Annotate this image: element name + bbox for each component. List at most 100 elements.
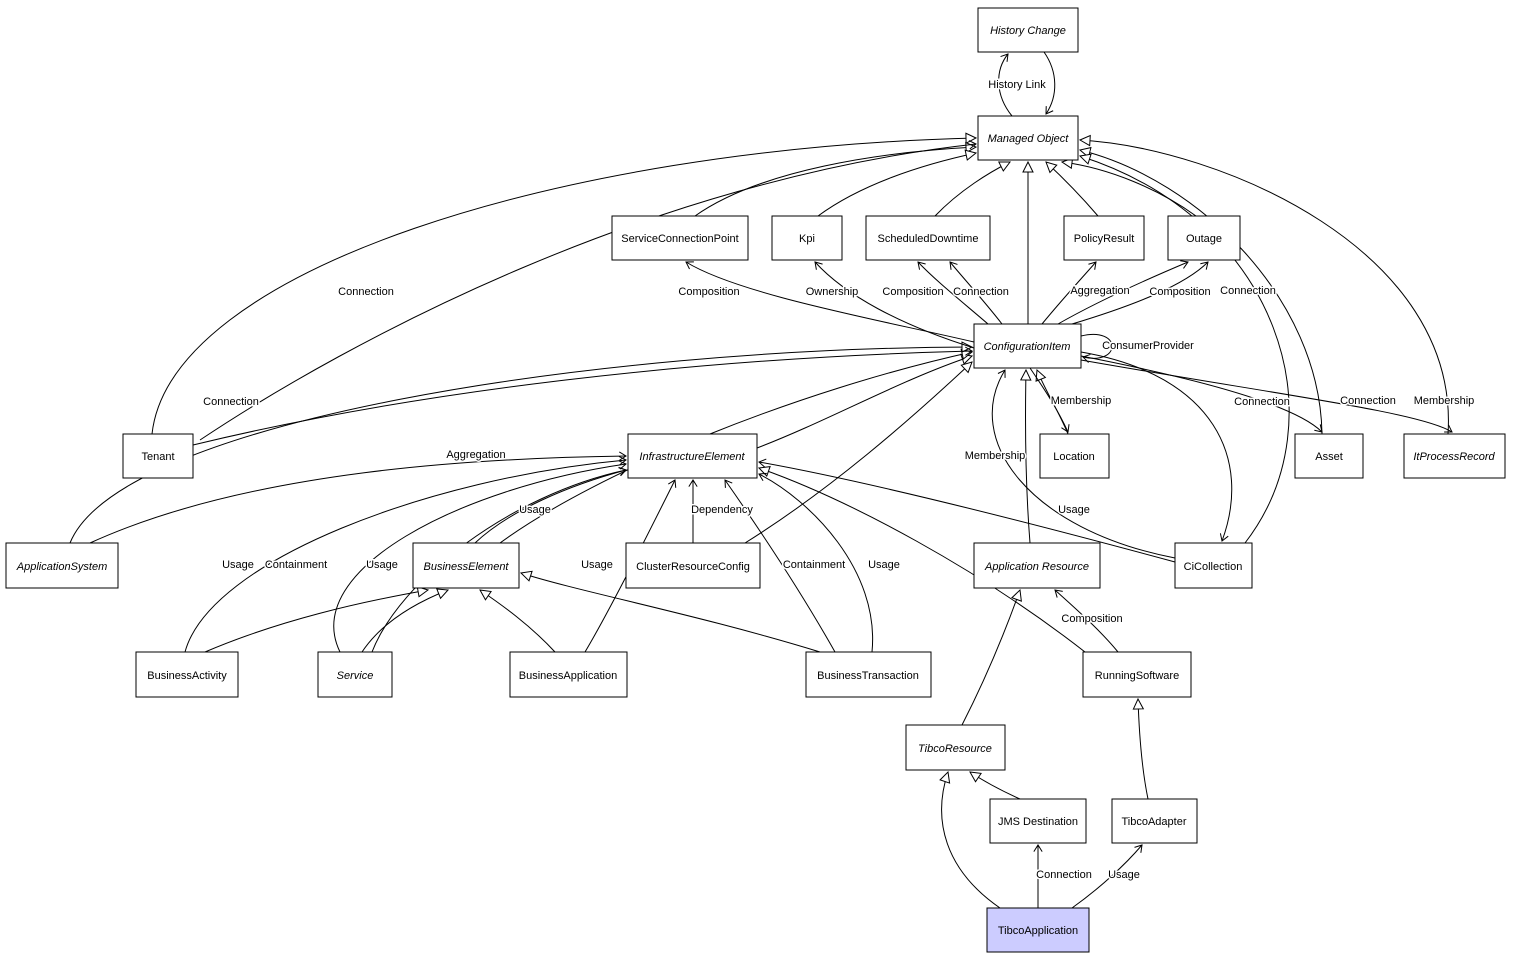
edge-inherit-businessapplication-businesselement (480, 590, 556, 653)
node-box (122, 433, 194, 479)
node-box (973, 323, 1082, 369)
node-label: Managed Object (988, 133, 1070, 145)
edge-inherit-businessactivity-businesselement (204, 590, 428, 653)
node-business-element[interactable]: BusinessElement (412, 542, 520, 589)
node-location[interactable]: Location (1039, 433, 1110, 479)
node-asset[interactable]: Asset (1294, 433, 1364, 479)
node-history-change[interactable]: History Change (977, 7, 1079, 53)
node-business-transaction[interactable]: BusinessTransaction (805, 651, 932, 698)
edge-label-composition-outage: Composition (1149, 286, 1210, 298)
node-label: TibcoResource (918, 743, 992, 755)
node-box (986, 907, 1090, 953)
node-ci-collection[interactable]: CiCollection (1174, 542, 1253, 589)
inheritance-edges (69, 138, 1449, 909)
node-managed-object[interactable]: Managed Object (977, 115, 1079, 161)
edge-label-usage-businessapplication: Usage (581, 559, 613, 571)
node-box (977, 115, 1079, 161)
node-tibco-adapter[interactable]: TibcoAdapter (1111, 798, 1198, 844)
node-box (977, 7, 1079, 53)
node-box (5, 542, 119, 589)
node-outage[interactable]: Outage (1167, 215, 1241, 261)
node-box (1174, 542, 1253, 589)
node-scheduled-downtime[interactable]: ScheduledDowntime (865, 215, 991, 261)
edge-inherit-applicationsystem-configurationitem (69, 347, 972, 544)
node-infrastructure-element[interactable]: InfrastructureElement (627, 433, 758, 479)
edge-inherit-asset-managedobject (1080, 150, 1323, 435)
edge-assoc-businesstransaction-infra-usage (758, 472, 874, 653)
edge-label-connection-tenant-mo: Connection (338, 286, 394, 298)
edge-assoc-cicollection-infra-usage (758, 458, 1176, 563)
edge-label-usage-businessactivity: Usage (222, 559, 254, 571)
node-label: BusinessTransaction (817, 670, 919, 682)
node-box (412, 542, 520, 589)
edge-assoc-tenant-managedobject-connection (199, 140, 977, 441)
edge-assoc-tibcoapplication-tibcoadapter-usage (1071, 844, 1143, 909)
edge-assoc-ci-scheduleddowntime-composition (917, 261, 989, 325)
node-label: Application Resource (984, 561, 1089, 573)
node-box (1403, 433, 1506, 479)
node-running-software[interactable]: RunningSoftware (1082, 651, 1192, 698)
node-box (1082, 651, 1192, 698)
edge-inherit-outage-managedobject (1062, 162, 1197, 217)
node-box (509, 651, 628, 698)
node-policy-result[interactable]: PolicyResult (1063, 215, 1145, 261)
edge-assoc-cicollection-ci-membership (991, 369, 1176, 559)
edge-label-containment-businesstransaction: Containment (783, 559, 845, 571)
edge-label-composition-runningsoftware: Composition (1061, 613, 1122, 625)
edge-inherit-jmsdestination-tibcoresource (970, 772, 1021, 800)
node-cluster-resource-config[interactable]: ClusterResourceConfig (625, 542, 761, 589)
edge-labels: History Link Connection Composition Owne… (202, 78, 1476, 883)
node-it-process-record[interactable]: ItProcessRecord (1403, 433, 1506, 479)
node-tibco-resource[interactable]: TibcoResource (905, 724, 1006, 771)
edge-inherit-businesstransaction-businesselement (521, 573, 821, 653)
edge-assoc-ci-outage-connection (1071, 261, 1209, 325)
node-jms-destination[interactable]: JMS Destination (989, 798, 1087, 844)
node-application-system[interactable]: ApplicationSystem (5, 542, 119, 589)
edge-inherit-itprocessrecord-managedobject (1080, 140, 1449, 435)
edge-assoc-ci-cicollection-connection (1080, 351, 1233, 542)
edge-inherit-tenant-managedobject (151, 138, 976, 435)
node-business-application[interactable]: BusinessApplication (509, 651, 628, 698)
node-label: Outage (1186, 233, 1222, 245)
node-label: ConfigurationItem (984, 341, 1071, 353)
node-label: CiCollection (1184, 561, 1243, 573)
edge-inherit-tibcoadapter-runningsoftware (1138, 699, 1149, 800)
node-box (317, 651, 393, 698)
node-label: Location (1053, 451, 1095, 463)
node-business-activity[interactable]: BusinessActivity (135, 651, 239, 698)
node-label: ClusterResourceConfig (636, 561, 750, 573)
edge-label-connection-asset: Connection (1340, 395, 1396, 407)
node-label: Tenant (141, 451, 174, 463)
node-tenant[interactable]: Tenant (122, 433, 194, 479)
node-kpi[interactable]: Kpi (771, 215, 843, 261)
edge-assoc-historylink-down (1043, 51, 1056, 115)
node-box (135, 651, 239, 698)
node-label: ApplicationSystem (16, 561, 108, 573)
edge-label-connection-cicollection: Connection (1234, 396, 1290, 408)
node-configuration-item[interactable]: ConfigurationItem (973, 323, 1082, 369)
node-label: ScheduledDowntime (878, 233, 979, 245)
node-label: JMS Destination (998, 816, 1078, 828)
node-tibco-application[interactable]: TibcoApplication (986, 907, 1090, 953)
edge-label-containment-service: Containment (265, 559, 327, 571)
edge-label-connection-outage: Connection (1220, 285, 1276, 297)
edge-assoc-service-infra-containment (333, 460, 627, 653)
node-service[interactable]: Service (317, 651, 393, 698)
node-label: TibcoAdapter (1121, 816, 1186, 828)
edge-label-history-link: History Link (988, 79, 1046, 91)
node-application-resource[interactable]: Application Resource (973, 542, 1101, 589)
node-box (1294, 433, 1364, 479)
edge-assoc-applicationsystem-infra-aggregation (89, 451, 627, 544)
edge-label-usage-businesstransaction: Usage (868, 559, 900, 571)
node-box (973, 542, 1101, 589)
node-box (771, 215, 843, 261)
node-label: History Change (990, 25, 1066, 37)
node-box (1039, 433, 1110, 479)
node-label: Service (337, 670, 374, 682)
edge-assoc-ci-outage-composition (1057, 260, 1189, 325)
node-service-connection-point[interactable]: ServiceConnectionPoint (611, 215, 749, 261)
edge-inherit-service-businesselement (361, 590, 448, 653)
edge-assoc-ci-scheduleddowntime-connection (949, 261, 1003, 325)
edge-assoc-ci-kpi-ownership (814, 261, 975, 349)
edge-label-connection-tenant-ci: Connection (203, 396, 259, 408)
